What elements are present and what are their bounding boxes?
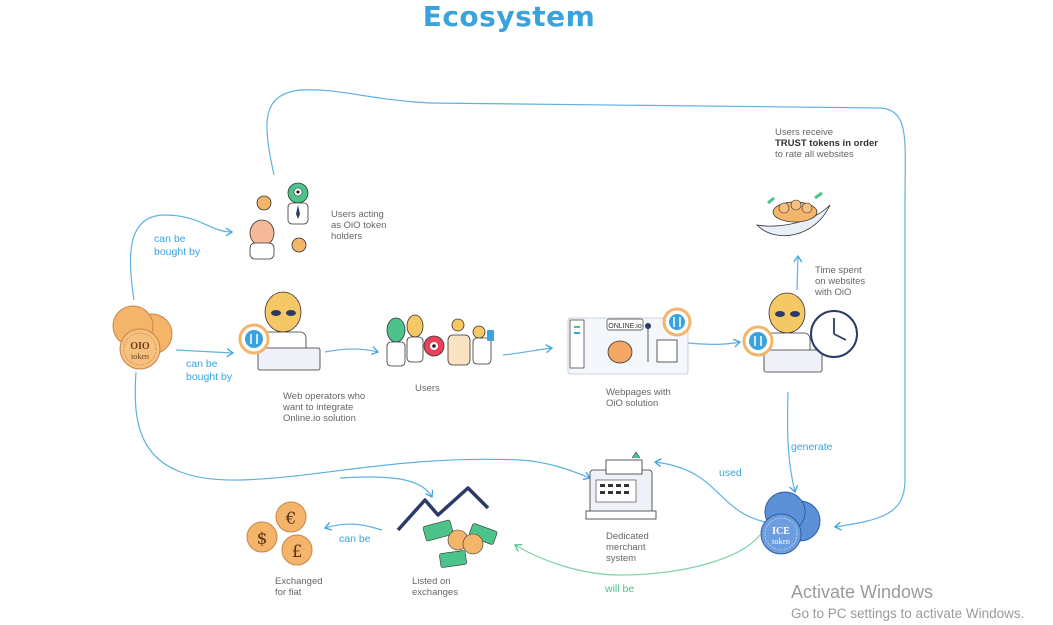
- label-merchant: Dedicated merchant system: [606, 531, 649, 564]
- exchanges-illustration: [396, 486, 498, 568]
- edge-loop-top: [266, 89, 906, 531]
- fiat-coins-illustration: $ € £: [246, 501, 313, 566]
- label-users: Users: [415, 383, 440, 394]
- users-illustration: [386, 314, 494, 367]
- diagram-title: Ecosystem: [422, 0, 596, 33]
- edge-users-to-webpages: [502, 344, 554, 356]
- oio-coins-illustration: OIO token: [112, 305, 173, 370]
- edge-label-generate: generate: [791, 441, 833, 453]
- web-operator-illustration: [238, 291, 321, 371]
- label-webpages: Webpages with OiO solution: [606, 387, 671, 409]
- edge-label-bought-by-operators: can be bought by: [186, 358, 233, 383]
- edge-ice-to-merchant: [653, 458, 766, 523]
- label-fiat: Exchanged for fiat: [275, 576, 323, 598]
- edge-oio-to-exchanges: [339, 476, 434, 499]
- edge-oio-to-holders: [129, 214, 234, 301]
- label-token-holders: Users acting as OiO token holders: [331, 209, 387, 242]
- pound-coin-symbol: £: [292, 542, 303, 562]
- watermark-title: Activate Windows: [791, 582, 934, 602]
- ice-coins-illustration: ICE token: [760, 491, 821, 555]
- token-holders-illustration: [249, 182, 309, 260]
- time-spent-illustration: [742, 292, 858, 373]
- label-time-spent: Time spent on websites with OiO: [815, 265, 866, 298]
- edge-ice-to-exchanges: [513, 534, 761, 576]
- ice-coin-sublabel: token: [772, 537, 790, 546]
- edge-operators-to-users: [324, 346, 380, 356]
- oio-coin-sublabel: token: [131, 352, 149, 361]
- label-trust-tokens: Users receive TRUST tokens in order to r…: [775, 127, 878, 160]
- edge-label-can-be: can be: [339, 533, 371, 545]
- edge-time-to-ice: [786, 391, 799, 494]
- trust-tokens-illustration: [755, 191, 831, 237]
- watermark-subtitle: Go to PC settings to activate Windows.: [791, 606, 1025, 621]
- edge-label-used: used: [719, 467, 742, 479]
- edge-oio-to-merchant: [134, 371, 592, 481]
- merchant-illustration: [585, 451, 657, 520]
- edge-label-will-be: will be: [605, 583, 635, 595]
- webpages-illustration: ONLINE.io: [567, 307, 692, 375]
- edge-time-to-trust: [793, 254, 803, 291]
- edge-label-bought-by-holders: can be bought by: [154, 233, 201, 258]
- label-exchanges: Listed on exchanges: [412, 576, 458, 598]
- edge-exchanges-to-fiat: [323, 522, 383, 531]
- dollar-coin-symbol: $: [257, 529, 268, 549]
- label-web-operators: Web operators who want to integrate Onli…: [283, 391, 366, 424]
- oio-coin-label: OIO: [130, 341, 150, 352]
- edge-oio-to-operators: [175, 348, 235, 358]
- webpages-screen-text: ONLINE.io: [608, 323, 642, 330]
- edge-webpages-to-time: [687, 338, 742, 348]
- ice-coin-label: ICE: [772, 526, 790, 537]
- euro-coin-symbol: €: [285, 509, 297, 529]
